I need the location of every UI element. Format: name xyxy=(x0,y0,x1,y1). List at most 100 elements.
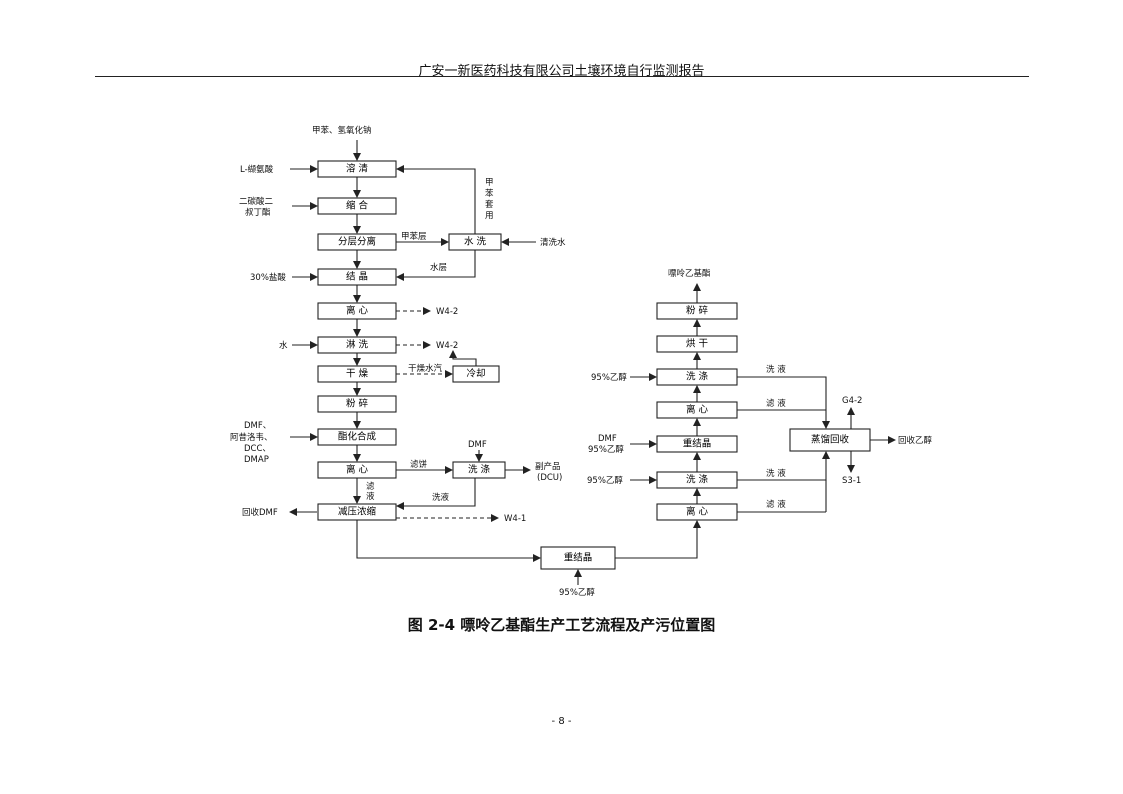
svg-text:重结晶: 重结晶 xyxy=(564,552,593,564)
label-l-valine: L-缬氨酸 xyxy=(240,164,274,175)
svg-text:减压浓缩: 减压浓缩 xyxy=(338,506,377,518)
box-separate: 分层分离 xyxy=(317,233,397,251)
box-water-wash: 水 洗 xyxy=(448,233,502,251)
box-centrifuge-3: 离 心 xyxy=(656,503,738,521)
box-crystallize: 结 晶 xyxy=(317,268,397,286)
label-w42-b: W4-2 xyxy=(436,341,458,351)
svg-text:酯化合成: 酯化合成 xyxy=(338,431,377,443)
box-dry-2: 烘 干 xyxy=(656,335,738,353)
label-dmf-1: DMF、 xyxy=(244,421,271,431)
box-rinse: 淋 洗 xyxy=(317,336,397,354)
diagram-labels: 甲苯、氢氧化钠 L-缬氨酸 二碳酸二 叔丁酯 30%盐酸 水 DMF、 阿昔洛韦… xyxy=(230,125,933,598)
label-w42-a: W4-2 xyxy=(436,307,458,317)
label-g42: G4-2 xyxy=(842,396,862,406)
label-dmf-right-2: 95%乙醇 xyxy=(588,444,624,455)
svg-text:重结晶: 重结晶 xyxy=(683,438,712,450)
svg-text:离 心: 离 心 xyxy=(686,404,709,416)
header-rule xyxy=(95,76,1029,77)
svg-text:离 心: 离 心 xyxy=(346,464,369,476)
label-hcl: 30%盐酸 xyxy=(250,272,286,283)
svg-text:离 心: 离 心 xyxy=(346,305,369,317)
svg-text:粉 碎: 粉 碎 xyxy=(686,305,709,317)
svg-text:洗 涤: 洗 涤 xyxy=(468,464,491,476)
box-dissolve: 溶 清 xyxy=(317,160,397,178)
label-dry-steam: 干燥水汽 xyxy=(408,363,443,374)
svg-text:溶 清: 溶 清 xyxy=(346,163,369,175)
label-filtrate-2: 液 xyxy=(366,491,375,502)
box-distill: 蒸馏回收 xyxy=(789,428,871,452)
label-byproduct-2: (DCU) xyxy=(537,473,562,483)
label-recover-ethanol: 回收乙醇 xyxy=(898,435,933,446)
svg-text:洗 涤: 洗 涤 xyxy=(686,371,709,383)
box-recrystallize-bottom: 重结晶 xyxy=(540,546,616,570)
label-wash-liquid: 洗液 xyxy=(432,492,450,503)
box-crush-1: 粉 碎 xyxy=(317,395,397,413)
svg-text:粉 碎: 粉 碎 xyxy=(346,398,369,410)
label-byproduct-1: 副产品 xyxy=(535,461,561,472)
label-toluene-reuse-3: 套 xyxy=(485,199,494,210)
box-wash-3: 洗 涤 xyxy=(656,368,738,386)
box-dry: 干 燥 xyxy=(317,365,397,383)
label-filtrate-r1: 滤 液 xyxy=(766,398,786,409)
label-toluene-layer: 甲苯层 xyxy=(401,231,427,242)
box-wash-dmf: 洗 涤 xyxy=(452,461,506,479)
label-dmf-3: DCC、 xyxy=(244,444,271,454)
svg-text:烘 干: 烘 干 xyxy=(686,338,708,350)
svg-text:离 心: 离 心 xyxy=(686,506,709,518)
svg-text:干 燥: 干 燥 xyxy=(346,369,369,380)
box-crush-2: 粉 碎 xyxy=(656,302,738,320)
figure-caption: 图 2-4 嘌呤乙基酯生产工艺流程及产污位置图 xyxy=(407,616,716,634)
label-ethanol-bottom: 95%乙醇 xyxy=(559,587,595,598)
box-wash-2: 洗 涤 xyxy=(656,471,738,489)
label-recover-dmf: 回收DMF xyxy=(242,507,278,518)
svg-text:分层分离: 分层分离 xyxy=(338,236,376,248)
page-header: 广安一新医药科技有限公司土壤环境自行监测报告 xyxy=(418,64,705,79)
box-condense: 缩 合 xyxy=(317,197,397,215)
label-s31: S3-1 xyxy=(842,476,861,486)
box-recrystallize-2: 重结晶 xyxy=(656,435,738,453)
box-centrifuge-4: 离 心 xyxy=(656,401,738,419)
label-w41: W4-1 xyxy=(504,514,526,524)
cool-loop xyxy=(449,350,477,366)
label-water: 水 xyxy=(279,340,288,351)
label-ethanol-95-b: 95%乙醇 xyxy=(587,475,623,486)
label-filter-cake: 滤饼 xyxy=(410,459,428,470)
svg-text:冷却: 冷却 xyxy=(466,368,485,380)
svg-text:水 洗: 水 洗 xyxy=(464,236,487,248)
dmf-wash-branch xyxy=(396,450,531,510)
left-input-arrows xyxy=(289,165,318,516)
label-dmf-4: DMAP xyxy=(244,455,269,465)
label-ethanol-95-a: 95%乙醇 xyxy=(591,372,627,383)
svg-text:蒸馏回收: 蒸馏回收 xyxy=(811,434,850,446)
label-toluene-reuse-4: 用 xyxy=(485,211,494,221)
label-boc-2: 叔丁酯 xyxy=(245,207,271,218)
box-acylation: 酯化合成 xyxy=(317,428,397,446)
page-number: - 8 - xyxy=(551,716,572,727)
label-wash-liq-r2: 洗 液 xyxy=(766,468,786,479)
label-water-layer: 水层 xyxy=(430,262,447,273)
box-cool: 冷却 xyxy=(452,365,500,383)
svg-text:洗 涤: 洗 涤 xyxy=(686,474,709,486)
label-dmf-top: DMF xyxy=(468,440,487,450)
water-wash-loop xyxy=(396,165,536,281)
label-dmf-2: 阿昔洛韦、 xyxy=(230,432,273,443)
right-input-arrows xyxy=(630,373,657,484)
label-filtrate-r2: 滤 液 xyxy=(766,499,786,510)
label-dmf-right-1: DMF xyxy=(598,434,617,444)
label-wash-liq-r1: 洗 液 xyxy=(766,364,786,375)
box-centrifuge-1: 离 心 xyxy=(317,302,397,320)
label-product: 嘌呤乙基酯 xyxy=(668,268,711,279)
svg-text:缩 合: 缩 合 xyxy=(346,200,369,212)
label-boc-1: 二碳酸二 xyxy=(239,196,274,207)
box-concentrate: 减压浓缩 xyxy=(317,503,397,521)
label-filtrate-1: 滤 xyxy=(366,481,375,492)
svg-text:结 晶: 结 晶 xyxy=(346,271,368,283)
label-toluene-reuse-1: 甲 xyxy=(485,178,494,188)
distill-lines xyxy=(737,376,896,513)
bottom-route xyxy=(356,520,701,585)
svg-text:淋 洗: 淋 洗 xyxy=(346,339,369,351)
box-centrifuge-2: 离 心 xyxy=(317,461,397,479)
label-toluene-reuse-2: 苯 xyxy=(485,188,494,199)
label-top-input: 甲苯、氢氧化钠 xyxy=(312,125,372,136)
